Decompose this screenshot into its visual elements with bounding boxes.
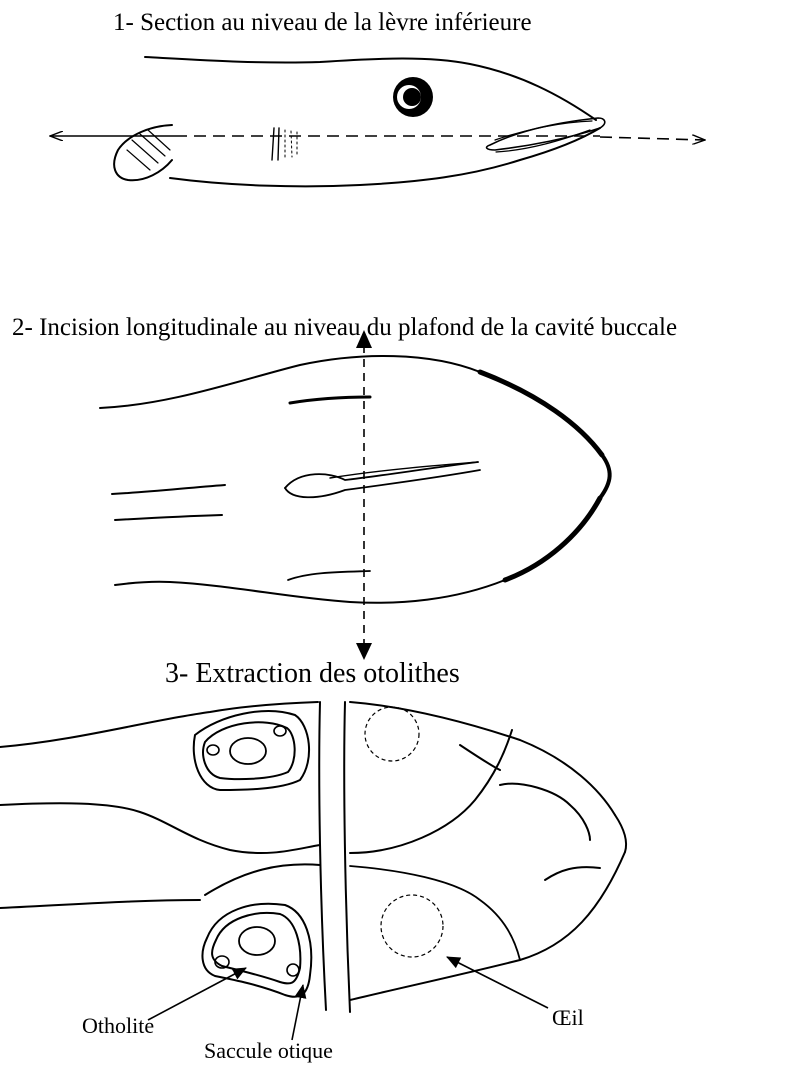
head-view [100,356,610,603]
otic-saccule-pointer [292,985,303,1040]
incision-arrow-down [356,643,372,660]
lower-eye-icon [381,895,443,957]
incision-arrow-up [356,330,372,348]
fish-side-view [114,57,605,186]
otolith-pointer [148,968,246,1020]
upper-eye-icon [365,707,419,761]
opened-head [0,702,626,1012]
